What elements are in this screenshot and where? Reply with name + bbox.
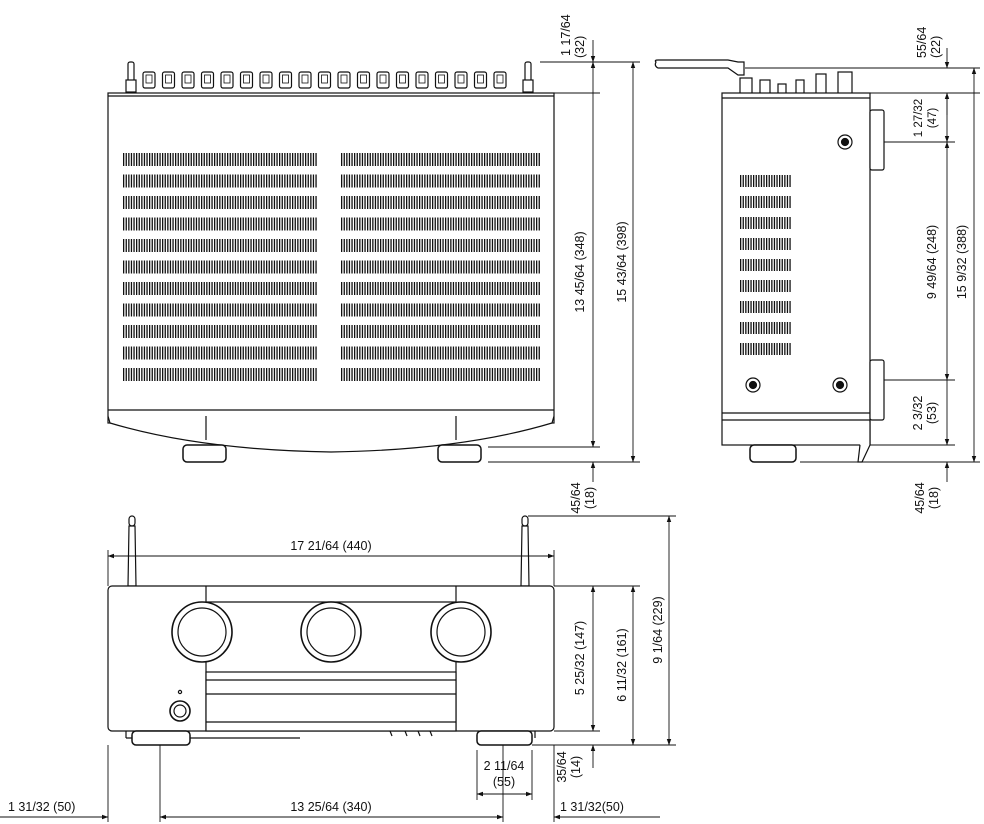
front-height-with-feet: 6 11/32 (161) [615, 628, 629, 701]
top-vents [123, 153, 540, 381]
side-handle-bottom [869, 359, 885, 421]
front-foot-width: 2 11/64 [484, 759, 525, 773]
front-antenna-right [520, 515, 530, 587]
top-foot-height-mm: (18) [583, 487, 597, 509]
side-antenna-offset: 55/64 [915, 27, 929, 58]
side-middle-section: 9 49/64 (248) [925, 225, 939, 299]
front-foot-left [131, 730, 191, 746]
side-bottom-section: 2 3/32 [911, 396, 925, 431]
side-antenna [654, 59, 745, 76]
front-foot-right [476, 730, 533, 746]
side-vents [740, 175, 791, 355]
front-knob-center [300, 601, 362, 663]
front-width: 17 21/64 (440) [290, 539, 371, 553]
side-foot [749, 444, 797, 463]
front-power-led [177, 689, 183, 695]
side-foot-height-mm: (18) [927, 487, 941, 509]
front-foot-height-mm: (14) [569, 756, 583, 778]
front-antenna-left [127, 515, 137, 587]
front-foot-height: 35/64 [555, 751, 569, 782]
front-foot-spacing: 13 25/64 (340) [290, 800, 371, 814]
front-body-height: 5 25/32 (147) [573, 621, 587, 695]
top-front-curve [107, 415, 555, 453]
top-height-body: 13 45/64 (348) [573, 231, 587, 312]
top-jack-protrusion: 1 17/64 [559, 14, 573, 56]
top-foot-left [182, 444, 227, 463]
side-top-section: 1 27/32 [913, 99, 925, 137]
front-right-offset: 1 31/32(50) [560, 800, 624, 814]
side-handle-top [869, 109, 885, 171]
side-antenna-offset-mm: (22) [929, 36, 943, 58]
rear-jacks [142, 71, 507, 89]
top-antenna-right [522, 61, 534, 93]
top-foot-right [437, 444, 482, 463]
top-antenna-left [125, 61, 137, 93]
side-bottom-section-mm: (53) [925, 402, 939, 424]
front-knob-right [430, 601, 492, 663]
top-foot-height: 45/64 [569, 482, 583, 513]
side-total-depth: 15 9/32 (388) [955, 225, 969, 299]
front-display [205, 671, 457, 732]
top-jack-protrusion-mm: (32) [573, 36, 587, 58]
front-height-with-antenna: 9 1/64 (229) [651, 596, 665, 663]
front-view [107, 515, 555, 746]
top-height-total: 15 43/64 (398) [615, 221, 629, 302]
front-foot-width-mm: (55) [493, 775, 515, 789]
side-foot-height: 45/64 [913, 482, 927, 513]
front-knob-left [171, 601, 233, 663]
side-top-section-mm: (47) [927, 108, 939, 129]
side-view [654, 59, 885, 463]
top-view [107, 61, 555, 463]
front-left-offset: 1 31/32 (50) [8, 800, 75, 814]
